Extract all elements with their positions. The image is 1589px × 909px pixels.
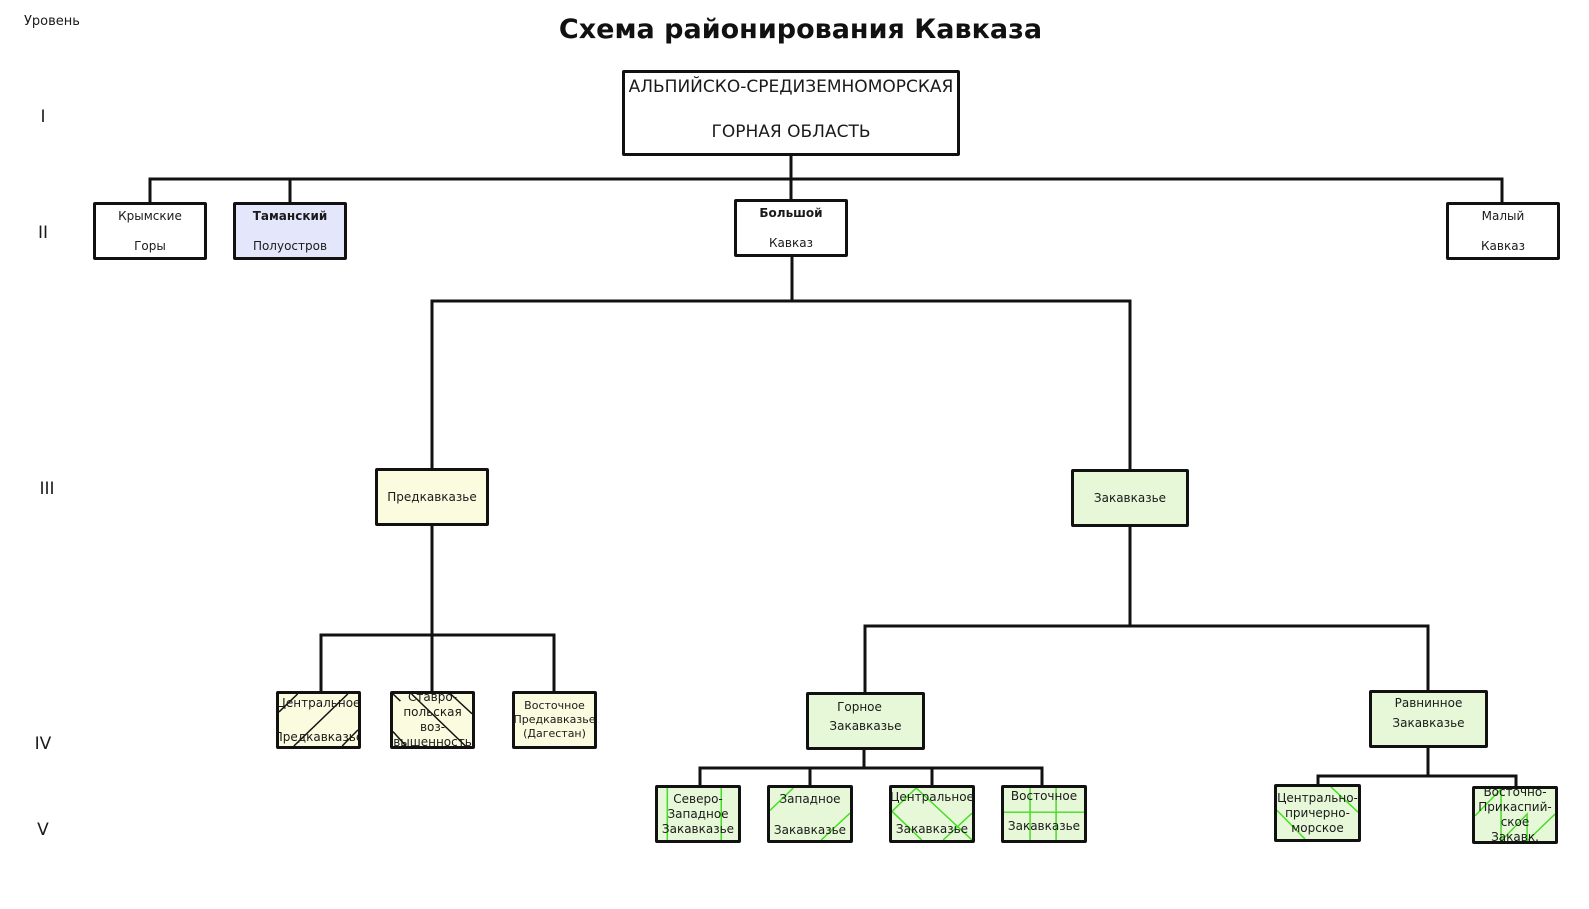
node-greater-line2: Кавказ (769, 236, 813, 250)
hatch-green-zigzag (1475, 789, 1555, 841)
node-taman-line1: Таманский (252, 209, 328, 223)
node-mountain-line1: Горное (837, 700, 882, 714)
node-east-cis-line2: Предкавказье (513, 713, 596, 726)
level-label-1: I (40, 107, 46, 127)
node-stavropol-upland: Ставро- польская воз- вышенность (390, 691, 475, 749)
hatch-green-diagonal (770, 788, 850, 840)
node-stavropol-line1: Ставро- (407, 691, 458, 704)
level-label-5: V (37, 820, 49, 840)
hatch-green-grid (1004, 788, 1084, 840)
node-lesser-line1: Малый (1481, 209, 1525, 223)
node-central-transcaucasia: Центральное Закавказье (889, 785, 975, 843)
node-plain-transcaucasia: Равнинное Закавказье (1369, 690, 1488, 748)
node-taman-line2: Полуостров (252, 239, 328, 253)
node-east-t-line2: Закавказье (1007, 819, 1081, 833)
hatch-black-backslash (393, 694, 472, 746)
node-central-cis-line2: Предкавказье (276, 730, 361, 744)
node-nw-line2: Западное (667, 806, 729, 821)
node-northwest-transcaucasia: Северо- Западное Закавказье (655, 785, 741, 843)
node-central-blacksea: Центрально- причерно- морское (1274, 784, 1361, 842)
node-transcaucasia: Закавказье (1071, 469, 1189, 527)
node-east-cis-line1: Восточное (524, 699, 585, 712)
node-west-line2: Закавказье (773, 823, 847, 837)
node-stavropol-line3: вышенность (393, 735, 472, 749)
node-east-transcaucasia: Восточное Закавказье (1001, 785, 1087, 843)
node-east-casp-line3: ское Закавк. (1491, 815, 1539, 844)
level-label-2: II (37, 223, 49, 243)
node-east-ciscaucasia: Восточное Предкавказье (Дагестан) (512, 691, 597, 749)
node-nw-line1: Северо- (673, 791, 723, 806)
hatch-black-diagonal (279, 694, 358, 746)
node-lesser-line2: Кавказ (1481, 239, 1525, 253)
node-east-cis-line3: (Дагестан) (523, 727, 586, 740)
node-lesser-caucasus: Малый Кавказ (1446, 202, 1560, 260)
node-east-casp-line1: Восточно- (1483, 786, 1547, 799)
diagram-title: Схема районирования Кавказа (558, 14, 1043, 45)
hatch-green-diagonal-2 (1277, 787, 1358, 839)
node-central-bs-line1: Центрально- (1277, 790, 1358, 805)
node-central-bs-line3: морское (1291, 820, 1344, 835)
node-mountain-line2: Закавказье (829, 719, 902, 733)
node-greater-line1: Большой (759, 206, 823, 220)
hatch-green-vertical (666, 788, 722, 840)
node-crimea-line2: Горы (134, 239, 166, 253)
node-east-t-line1: Восточное (1010, 789, 1078, 803)
node-taman: Таманский Полуостров (233, 202, 347, 260)
level-caption: Уровень (24, 14, 80, 29)
level-label-3: III (39, 479, 55, 499)
node-east-caspian: Восточно- Прикаспий- ское Закавк. (1472, 786, 1558, 844)
node-ciscaucasia-label: Предкавказье (387, 489, 477, 504)
node-central-t-line1: Центральное (890, 790, 974, 804)
node-nw-line3: Закавказье (661, 821, 735, 836)
node-greater-caucasus: Большой Кавказ (734, 199, 848, 257)
node-central-t-line2: Закавказье (895, 822, 969, 836)
node-west-line1: Западное (779, 792, 841, 806)
node-central-bs-line2: причерно- (1285, 805, 1350, 820)
node-root-line2: ГОРНАЯ ОБЛАСТЬ (711, 122, 871, 142)
node-ciscaucasia: Предкавказье (375, 468, 489, 526)
node-root-line1: АЛЬПИЙСКО-СРЕДИЗЕМНОМОРСКАЯ (628, 77, 954, 97)
node-east-casp-line2: Прикаспий- (1478, 800, 1552, 814)
node-root: АЛЬПИЙСКО-СРЕДИЗЕМНОМОРСКАЯ ГОРНАЯ ОБЛАС… (622, 70, 960, 156)
hatch-green-cross (892, 788, 972, 840)
node-central-cis-line1: Центральное (276, 696, 361, 710)
node-plain-line2: Закавказье (1392, 716, 1465, 730)
level-label-4: IV (34, 734, 52, 754)
node-mountain-transcaucasia: Горное Закавказье (806, 692, 925, 750)
node-crimea: Крымские Горы (93, 202, 207, 260)
node-central-ciscaucasia: Центральное Предкавказье (276, 691, 361, 749)
node-transcaucasia-label: Закавказье (1093, 490, 1167, 505)
node-west-transcaucasia: Западное Закавказье (767, 785, 853, 843)
node-stavropol-line2: польская воз- (403, 705, 462, 734)
node-crimea-line1: Крымские (118, 209, 182, 223)
node-plain-line1: Равнинное (1394, 696, 1463, 710)
